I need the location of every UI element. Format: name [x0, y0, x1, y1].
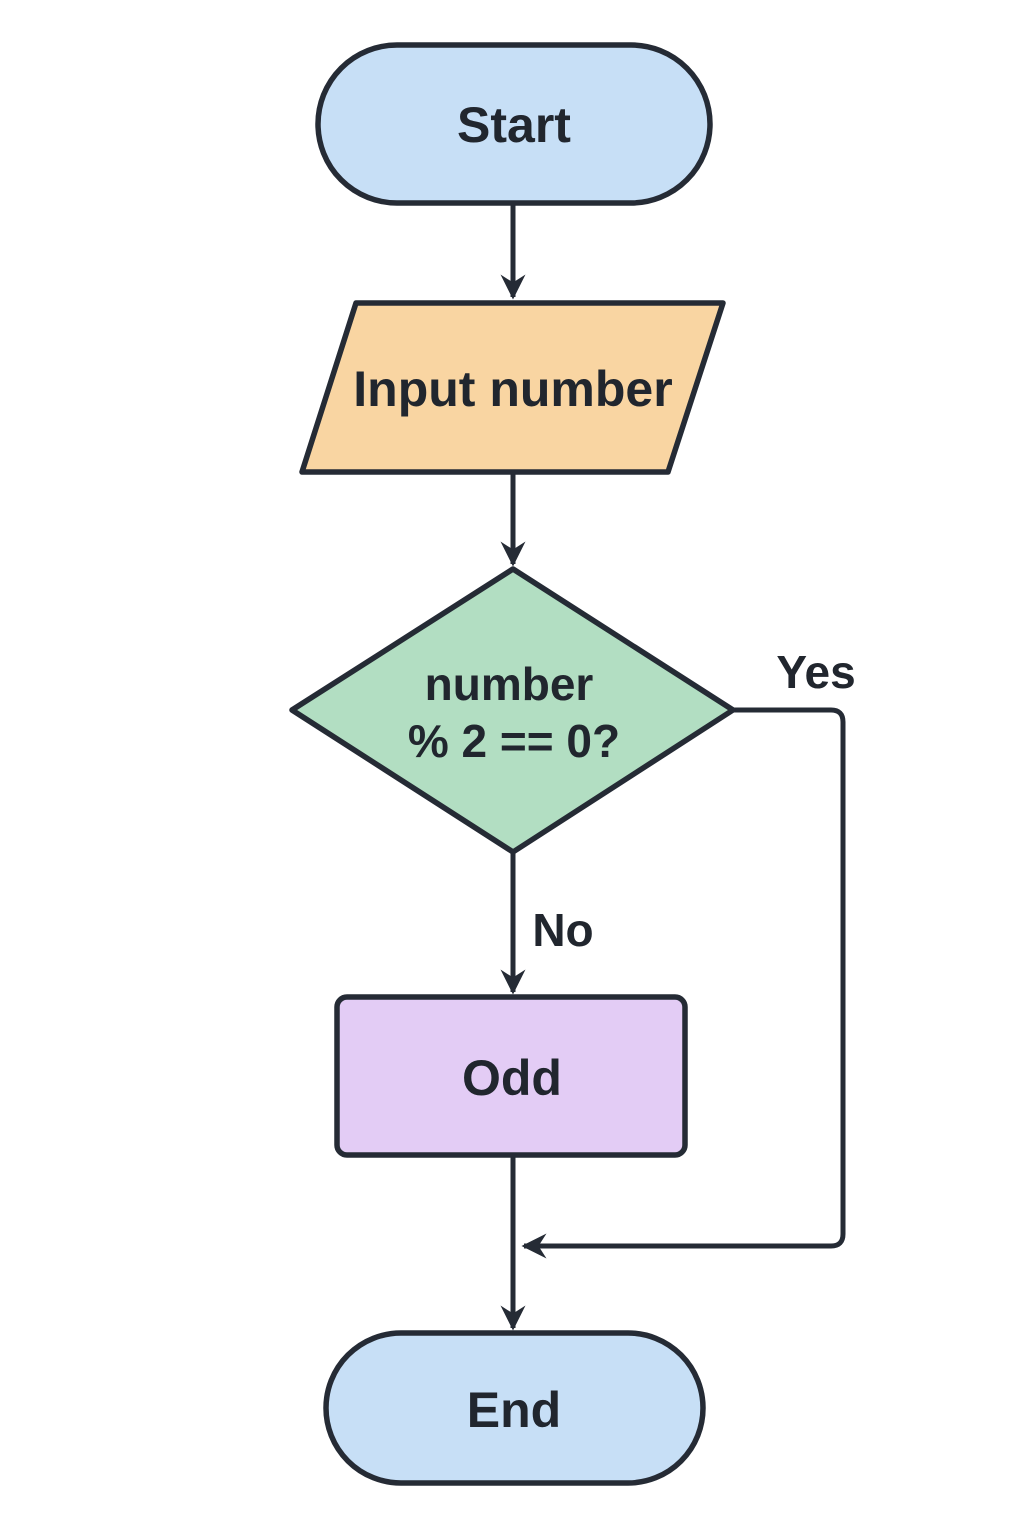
edge-decision-to-end-yes — [521, 707, 846, 1259]
edges — [500, 203, 846, 1331]
input-parallelogram-shape — [299, 300, 726, 475]
decision-label-line2: % 2 == 0? — [408, 715, 620, 767]
start-terminator-shape — [315, 42, 713, 206]
edge-label-yes: Yes — [776, 646, 855, 698]
end-label: End — [467, 1382, 561, 1438]
decision-diamond-shape — [289, 566, 736, 855]
end-terminator-shape — [323, 1330, 706, 1486]
node-decision: number % 2 == 0? — [289, 566, 736, 855]
odd-label: Odd — [462, 1050, 562, 1106]
node-odd: Odd — [334, 994, 688, 1158]
edge-label-no: No — [532, 904, 593, 956]
odd-process-shape — [334, 994, 688, 1158]
input-label: Input number — [353, 361, 672, 417]
node-start: Start — [315, 42, 713, 206]
start-label: Start — [457, 97, 571, 153]
node-end: End — [323, 1330, 706, 1486]
node-input: Input number — [299, 300, 726, 475]
decision-label-line1: number — [425, 658, 594, 710]
